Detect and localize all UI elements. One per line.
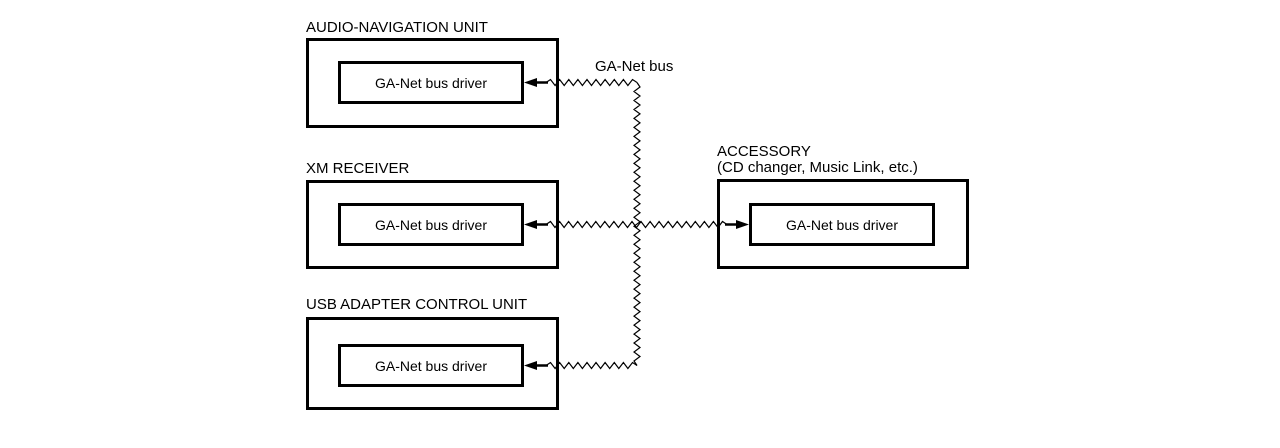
driver-label: GA-Net bus driver	[374, 357, 488, 374]
driver-label: GA-Net bus driver	[374, 216, 488, 233]
unit-xm-receiver-label: XM RECEIVER	[306, 160, 410, 177]
bus-segment-xm-accessory	[545, 220, 728, 229]
bus-segment-vertical-trunk	[632, 82, 642, 366]
unit-accessory-driver-box: GA-Net bus driver	[749, 203, 935, 246]
unit-audio-navigation-label: AUDIO-NAVIGATION UNIT	[306, 19, 488, 36]
ga-net-bus-label: GA-Net bus	[595, 58, 674, 75]
unit-usb-adapter-control-label: USB ADAPTER CONTROL UNIT	[306, 296, 528, 313]
unit-xm-receiver-driver-box: GA-Net bus driver	[338, 203, 524, 246]
driver-label: GA-Net bus driver	[374, 74, 488, 91]
bus-segment-audio-navigation	[545, 78, 638, 87]
bus-segment-usb-adapter	[545, 361, 638, 370]
unit-audio-navigation-driver-box: GA-Net bus driver	[338, 61, 524, 104]
driver-label: GA-Net bus driver	[785, 216, 899, 233]
unit-accessory-sublabel: (CD changer, Music Link, etc.)	[717, 159, 918, 176]
unit-accessory-label: ACCESSORY	[717, 143, 811, 160]
unit-usb-adapter-control-driver-box: GA-Net bus driver	[338, 344, 524, 387]
